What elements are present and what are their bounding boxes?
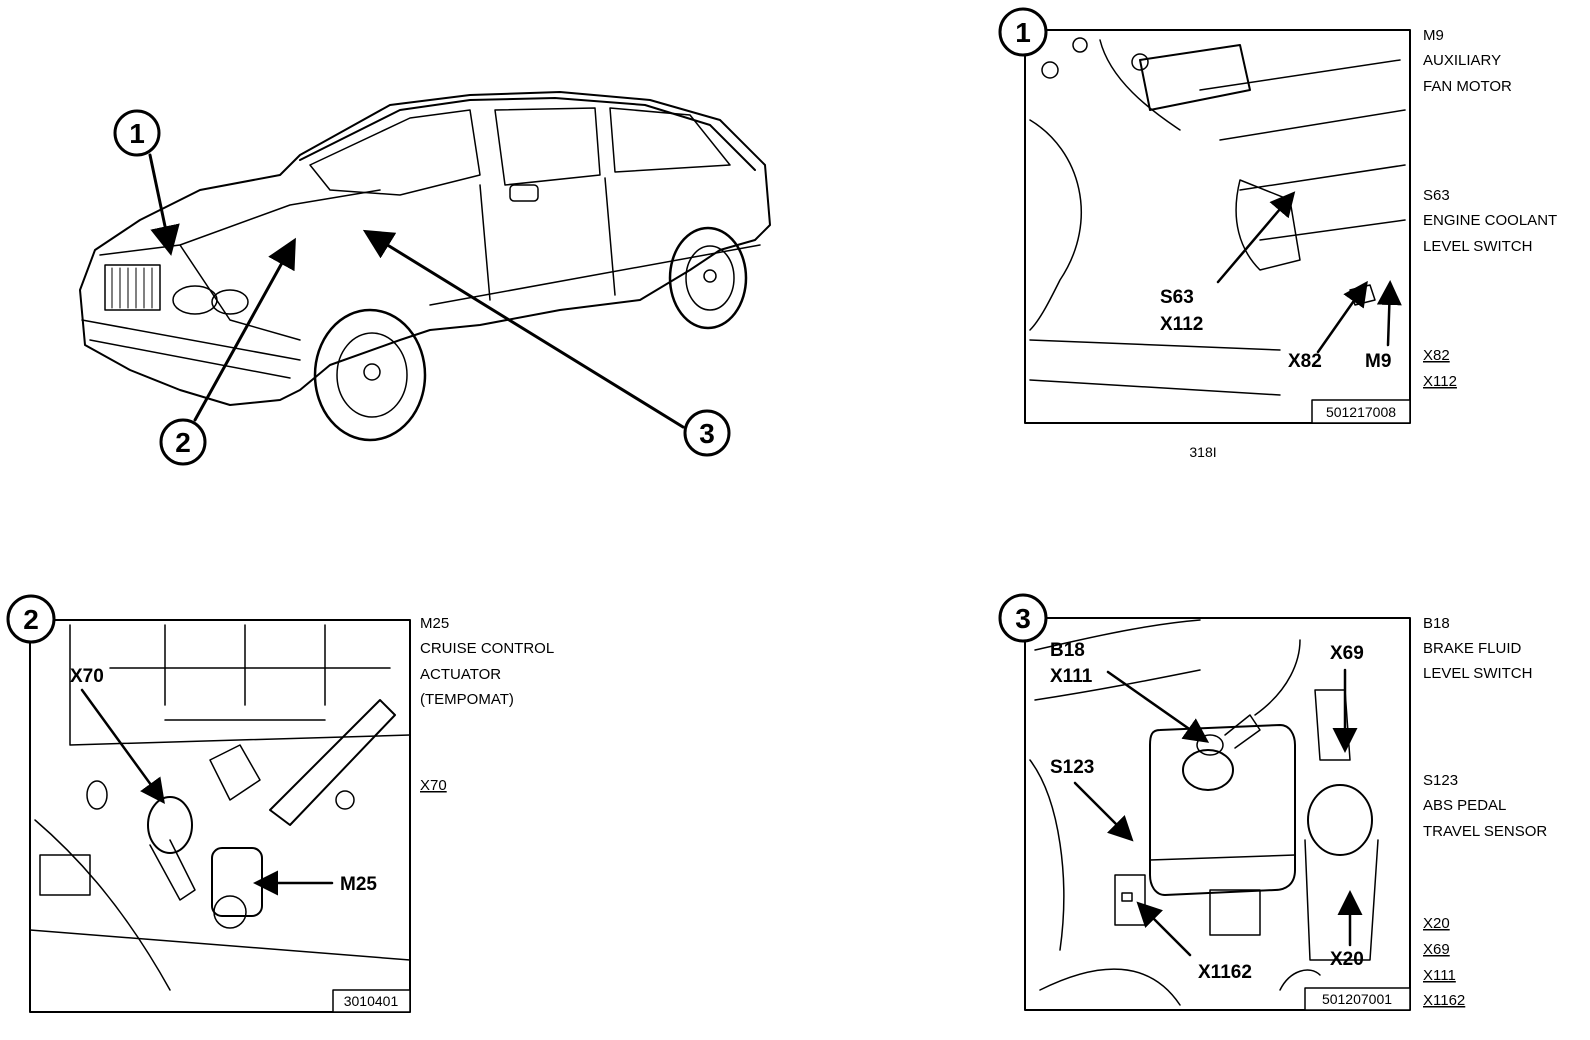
legend-line: (TEMPOMAT) (420, 691, 514, 708)
car-callout-2: 2 (159, 418, 207, 466)
panel-1-badge: 1 (998, 7, 1048, 57)
detail-panel-2: X70 M25 3010401 (29, 619, 411, 1013)
legend-line: ACTUATOR (420, 666, 501, 683)
connector-line: X20 (1423, 915, 1450, 932)
label-b18: B18 (1050, 640, 1085, 661)
panel-1-legend: M9 AUXILIARY FAN MOTOR S63 ENGINE COOLAN… (1423, 27, 1557, 390)
car-callout-1: 1 (113, 109, 161, 157)
detail-panel-3: B18 X111 X69 S123 X1162 X20 501207001 (1024, 617, 1411, 1011)
legend-line: ENGINE COOLANT (1423, 212, 1557, 229)
legend-line: M25 (420, 615, 449, 632)
legend-line: AUXILIARY (1423, 52, 1501, 69)
label-x82: X82 (1288, 351, 1322, 372)
car-illustration (79, 91, 771, 442)
connector-line: X112 (1423, 373, 1457, 390)
connector-line: X111 (1423, 967, 1456, 984)
badge-label: 3 (1015, 603, 1031, 634)
panel-2-badge: 2 (6, 594, 56, 644)
figure-ref: 501217008 (1326, 404, 1396, 420)
connector-line: X70 (420, 777, 447, 794)
label-x112: X112 (1160, 314, 1203, 335)
connector-line: X1162 (1423, 992, 1465, 1009)
badge-label: 1 (1015, 17, 1031, 48)
label-x69: X69 (1330, 643, 1364, 664)
car-callout-3: 3 (683, 409, 731, 457)
legend-line: LEVEL SWITCH (1423, 238, 1532, 255)
legend-line: S63 (1423, 187, 1450, 204)
label-x111: X111 (1050, 666, 1093, 687)
legend-line: TRAVEL SENSOR (1423, 823, 1547, 840)
legend-line: LEVEL SWITCH (1423, 665, 1532, 682)
badge-label: 2 (23, 604, 39, 635)
legend-line: B18 (1423, 615, 1450, 632)
car-callout-arrows (148, 153, 685, 429)
callout-label: 1 (129, 118, 145, 149)
label-x70: X70 (70, 666, 104, 687)
legend-line: FAN MOTOR (1423, 78, 1512, 95)
legend-line: M9 (1423, 27, 1444, 44)
panel-2-legend: M25 CRUISE CONTROL ACTUATOR (TEMPOMAT) X… (420, 615, 554, 794)
figure-ref: 3010401 (344, 993, 399, 1009)
label-s123: S123 (1050, 757, 1094, 778)
callout-label: 3 (699, 418, 715, 449)
legend-line: ABS PEDAL (1423, 797, 1506, 814)
callout-label: 2 (175, 427, 191, 458)
legend-line: BRAKE FLUID (1423, 640, 1522, 657)
connector-line: X82 (1423, 347, 1450, 364)
legend-line: S123 (1423, 772, 1458, 789)
legend-line: CRUISE CONTROL (420, 640, 554, 657)
label-m25: M25 (340, 874, 377, 895)
label-x1162: X1162 (1198, 962, 1252, 983)
panel-3-badge: 3 (998, 593, 1048, 643)
label-m9: M9 (1365, 351, 1391, 372)
figure-ref: 501207001 (1322, 991, 1392, 1007)
label-x20: X20 (1330, 949, 1364, 970)
panel-1-caption: 318I (1189, 444, 1216, 460)
detail-panel-1: S63 X112 X82 M9 501217008 (1024, 29, 1411, 424)
label-s63: S63 (1160, 287, 1194, 308)
panel-3-legend: B18 BRAKE FLUID LEVEL SWITCH S123 ABS PE… (1423, 615, 1547, 1009)
connector-line: X69 (1423, 941, 1450, 958)
